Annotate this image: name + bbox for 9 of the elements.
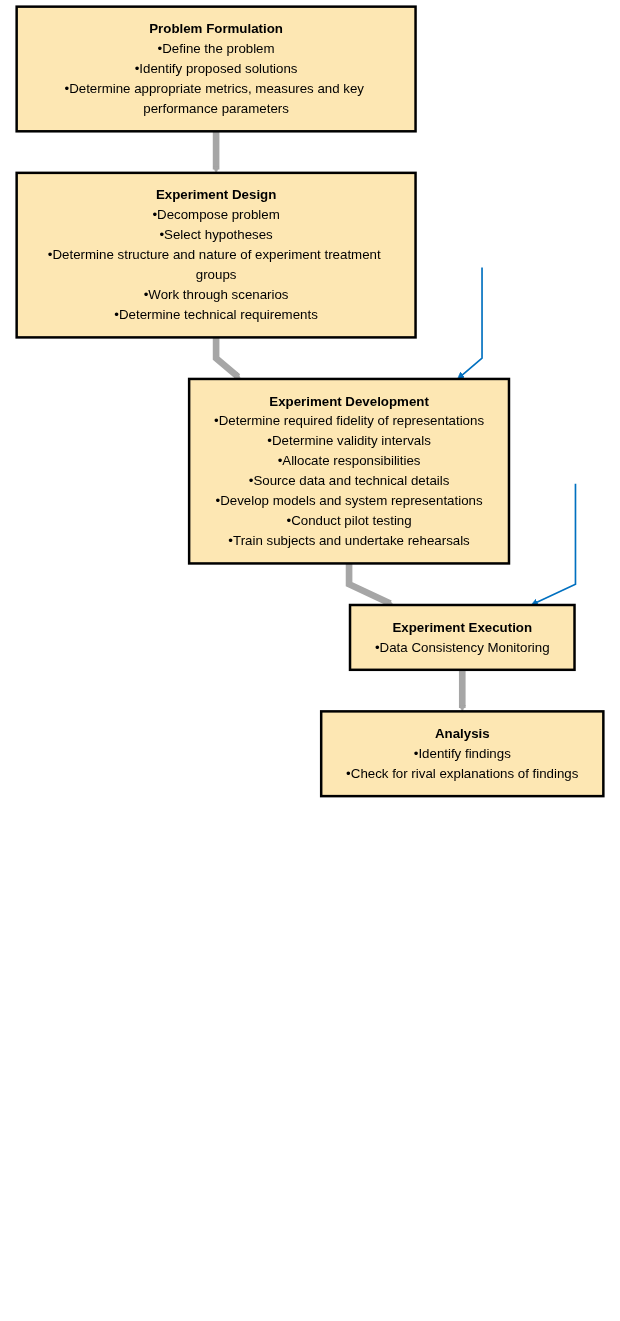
- node-box: Analysis •Identify findings •Check for rival explanations of findings: [319, 710, 605, 798]
- arrow: [212, 131, 220, 174]
- node-box: Experiment Execution •Data Consistency Monitoring: [348, 603, 576, 672]
- node-box: Experiment Design •Decompose problem •Select hypotheses •Determine structure and nature of experiment treatment groups •Work through scenarios •Determine technical requirements: [15, 171, 417, 339]
- node-box: Experiment Development •Determine required fidelity of representations •Determine validity intervals •Allocate responsibilities •Source data and technical details •Develop models and system representations •Conduct pilot testing •Train subjects and undertake rehearsals: [187, 377, 511, 565]
- arrow: [458, 669, 466, 712]
- arrow: [345, 563, 394, 607]
- arrow: [212, 337, 241, 380]
- node-box: Problem Formulation •Define the problem •Identify proposed solutions •Determine appropriate metrics, measures and key performance parameters: [15, 5, 417, 133]
